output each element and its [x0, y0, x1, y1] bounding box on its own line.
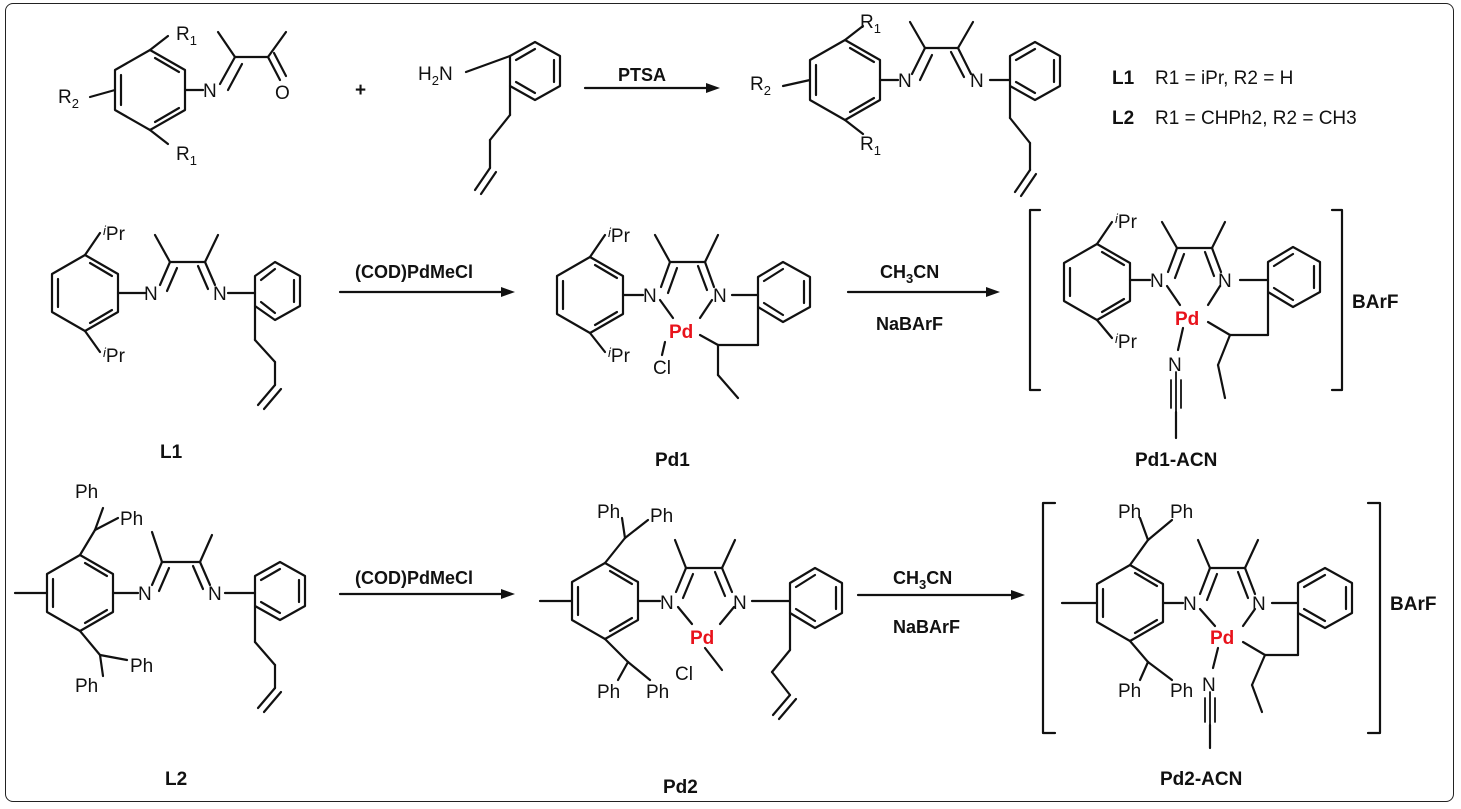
compound-l2-label: L2 — [165, 769, 187, 790]
l2-ph2: Ph — [120, 509, 143, 530]
compound-pd2-label: Pd2 — [663, 777, 698, 798]
acn-label-2: CH3CN — [893, 568, 952, 592]
pd2acn-ph2: Ph — [1170, 502, 1193, 523]
pd2-n2: N — [733, 593, 747, 614]
product-n2: N — [970, 71, 984, 92]
pd2acn-ph1: Ph — [1118, 502, 1141, 523]
imine-n-label: N — [203, 81, 217, 102]
nabarf-label-1: NaBArF — [876, 314, 943, 334]
legend-l1-tag: L1 — [1112, 68, 1135, 89]
pd1acn-ipr-bottom: iPr — [1115, 331, 1138, 353]
arrow-acn-1 — [846, 287, 1000, 297]
cod-label-1: (COD)PdMeCl — [355, 262, 473, 282]
cod-label-2: (COD)PdMeCl — [355, 568, 473, 588]
pd2-ph3: Ph — [597, 682, 620, 703]
product-r1-bottom: R1 — [860, 134, 881, 158]
arrow-acn-2 — [856, 590, 1025, 600]
diimine-product — [781, 20, 1062, 198]
compound-pd1-label: Pd1 — [655, 450, 690, 471]
r2-label: R2 — [58, 87, 79, 111]
pd2acn-ph3: Ph — [1118, 681, 1141, 702]
amine-label: H2N — [418, 64, 453, 88]
ligand-legend: L1 L2 R1 = iPr, R2 = H R1 = CHPh2, R2 = … — [1112, 68, 1357, 129]
pd2acn-n2: N — [1252, 594, 1266, 615]
pd2acn-ph4: Ph — [1170, 681, 1193, 702]
pd1-metal: Pd — [669, 322, 693, 343]
compound-l1-label: L1 — [160, 442, 183, 463]
legend-l2-def: R1 = CHPh2, R2 = CH3 — [1155, 108, 1357, 129]
complex-pd1-acn — [1028, 208, 1344, 440]
pd1acn-ipr-top: iPr — [1115, 211, 1138, 233]
l2-ph3: Ph — [75, 676, 98, 697]
pd1acn-n2: N — [1218, 271, 1232, 292]
pd1-n1: N — [643, 286, 657, 307]
compound-pd1-acn-label: Pd1-ACN — [1135, 450, 1217, 471]
complex-pd2-acn — [1041, 501, 1382, 750]
pd1acn-n1: N — [1150, 271, 1164, 292]
pd2acn-n1: N — [1183, 594, 1197, 615]
l2-ph1: Ph — [75, 482, 98, 503]
r1-label-bottom: R1 — [176, 144, 197, 168]
carbonyl-o-label: O — [275, 83, 290, 104]
nabarf-label-2: NaBArF — [893, 617, 960, 637]
pd2acn-metal: Pd — [1210, 628, 1234, 649]
pd1-cl: Cl — [653, 358, 671, 379]
complex-pd1 — [555, 233, 812, 400]
pd2-n1: N — [660, 593, 674, 614]
acn-label-1: CH3CN — [880, 262, 939, 286]
plus-sign: + — [355, 80, 366, 101]
pd1-ipr-bottom: iPr — [608, 345, 631, 367]
product-r1-top: R1 — [860, 12, 881, 36]
l1-n2: N — [213, 284, 227, 305]
pd2-ph2: Ph — [650, 506, 673, 527]
ligand-l2 — [13, 506, 307, 714]
pd1acn-nitrile-n: N — [1168, 355, 1182, 376]
l2-n2: N — [208, 584, 222, 605]
allylaniline-reactant — [464, 40, 562, 196]
l2-ph4: Ph — [130, 656, 153, 677]
legend-l2-tag: L2 — [1112, 108, 1134, 129]
product-r2: R2 — [750, 74, 771, 98]
pd2acn-nitrile-n: N — [1202, 675, 1216, 696]
scheme-frame — [5, 3, 1454, 802]
l2-n1: N — [138, 584, 152, 605]
l1-n1: N — [144, 284, 158, 305]
pd1-ipr-top: iPr — [608, 225, 631, 247]
pd2-metal: Pd — [690, 628, 714, 649]
compound-pd2-acn-label: Pd2-ACN — [1160, 769, 1242, 790]
l1-ipr-bottom: iPr — [103, 345, 126, 367]
product-n1: N — [898, 71, 912, 92]
pd1-n2: N — [713, 286, 727, 307]
arrow-cod-1 — [338, 287, 515, 297]
pd2-cl: Cl — [675, 664, 693, 685]
ketoimine-reactant — [88, 30, 288, 146]
complex-pd2 — [538, 516, 844, 721]
pd1acn-metal: Pd — [1175, 309, 1199, 330]
barf-counterion-2: BArF — [1390, 594, 1436, 615]
arrow-cod-2 — [338, 589, 515, 599]
legend-l1-def: R1 = iPr, R2 = H — [1155, 68, 1293, 89]
r1-label-top: R1 — [176, 24, 197, 48]
arrow-ptsa — [583, 83, 720, 93]
pd2-ph1: Ph — [597, 502, 620, 523]
ligand-l1 — [50, 231, 302, 411]
pd2-ph4: Ph — [646, 682, 669, 703]
barf-counterion-1: BArF — [1352, 292, 1398, 313]
ptsa-label: PTSA — [618, 65, 666, 85]
l1-ipr-top: iPr — [103, 223, 126, 245]
